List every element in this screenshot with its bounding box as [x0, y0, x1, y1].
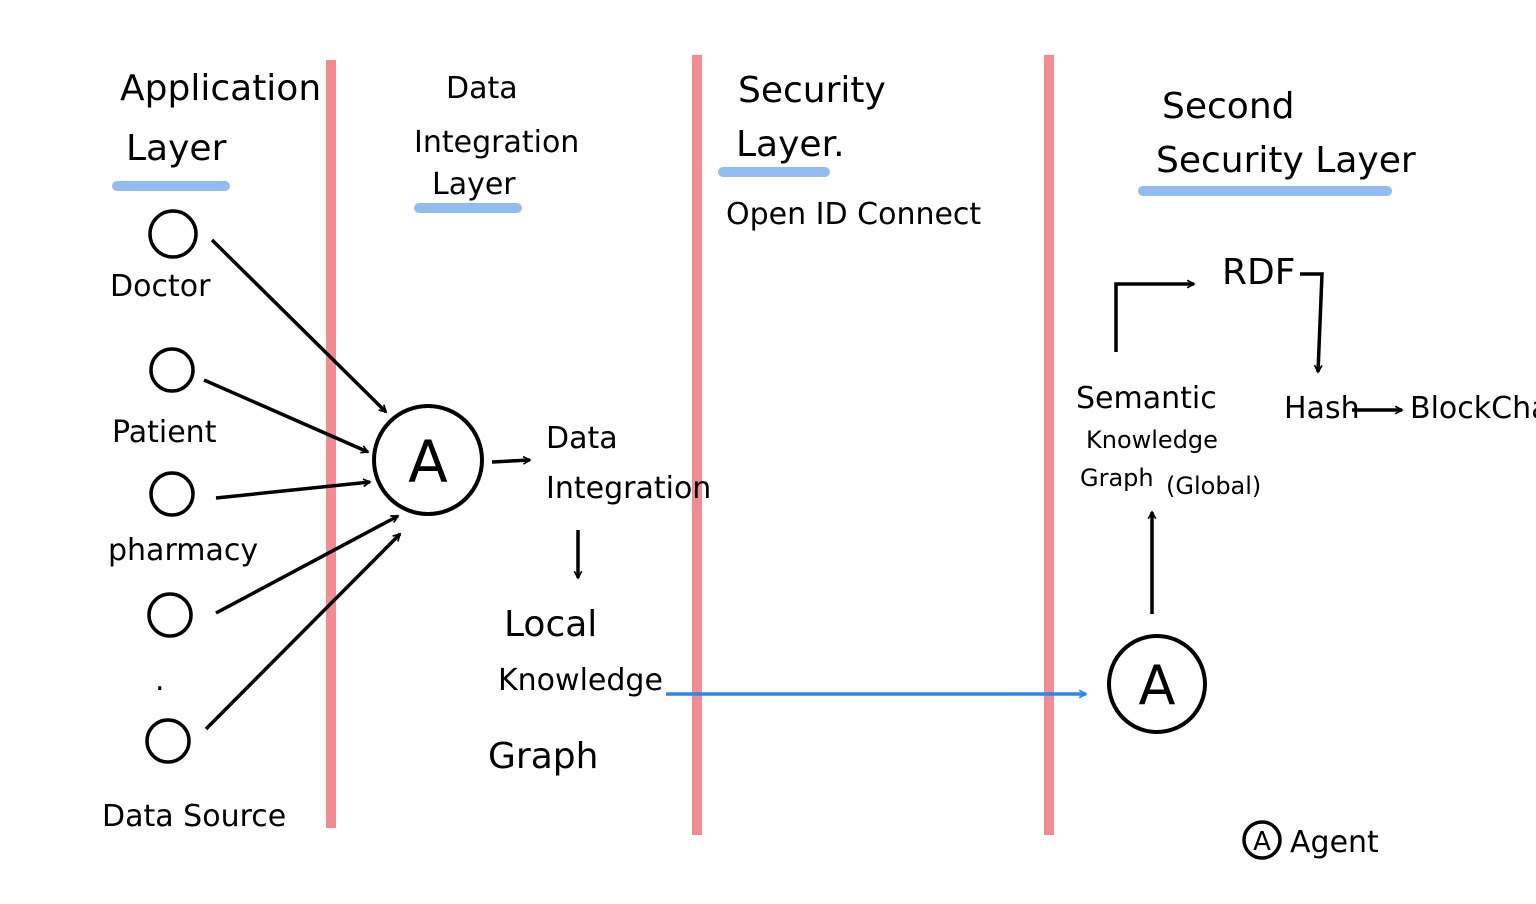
data-integration-layer-title-line3: Layer [432, 167, 516, 202]
doctor-label: Doctor [110, 269, 211, 304]
divider-security-second [1044, 55, 1054, 835]
patient-node [149, 347, 195, 393]
legend: A Agent [1242, 820, 1379, 860]
ellipsis-mark: . [155, 663, 165, 698]
pharmacy-node [149, 471, 195, 517]
divider-app-data [326, 60, 336, 828]
second-security-layer-title-line1: Second [1162, 86, 1295, 127]
legend-agent-symbol: A [1253, 827, 1271, 857]
data-source-label: Data Source [102, 799, 286, 834]
arrow-patient-to-agent [203, 378, 368, 454]
security-layer-title-line2: Layer. [736, 124, 845, 165]
local-kg-line3: Graph [488, 736, 598, 777]
highlight-data-integration-layer [414, 203, 522, 213]
rdf-label: RDF [1222, 252, 1295, 293]
security-layer-title-line1: Security [738, 70, 886, 111]
arrow-semantic-kg-to-rdf [1114, 284, 1194, 352]
local-kg-line2: Knowledge [498, 663, 663, 698]
global-agent-node [1107, 634, 1207, 734]
semantic-kg-line3: Graph [1080, 464, 1154, 492]
application-layer-title-line1: Application [120, 68, 321, 109]
data-source-node [145, 718, 191, 764]
application-layer-title-line2: Layer [126, 128, 227, 169]
doctor-node [148, 209, 198, 259]
data-integration-process-line1: Data [546, 421, 618, 456]
local-kg-line1: Local [504, 604, 597, 645]
pharmacy-label: pharmacy [108, 533, 258, 568]
arrow-rdf-to-hash [1300, 272, 1324, 372]
highlight-security-layer [718, 167, 830, 177]
open-id-connect-label: Open ID Connect [726, 197, 981, 232]
local-agent-node [372, 404, 484, 516]
arrow-source-to-agent [215, 514, 398, 615]
data-integration-layer-title-line2: Integration [414, 125, 579, 160]
hash-label: Hash [1284, 391, 1360, 426]
semantic-kg-line2: Knowledge [1086, 426, 1218, 454]
local-agent-symbol: A [408, 428, 448, 496]
semantic-kg-line1: Semantic [1076, 381, 1217, 416]
data-integration-process-line2: Integration [546, 471, 711, 506]
highlight-second-security-layer [1138, 186, 1392, 196]
highlight-application-layer [112, 181, 230, 191]
patient-label: Patient [112, 415, 217, 450]
global-agent-symbol: A [1139, 654, 1176, 717]
arrow-pharmacy-to-agent [215, 482, 370, 500]
arrow-agent-to-integration [491, 460, 530, 462]
second-security-layer-title-line2: Security Layer [1156, 140, 1416, 181]
arrow-doctor-to-agent [210, 238, 388, 414]
legend-agent-icon [1242, 820, 1282, 860]
extra-source-node [147, 592, 193, 638]
legend-agent-label: Agent [1290, 825, 1379, 860]
arrow-datasource-to-agent [204, 532, 402, 731]
semantic-kg-line4: (Global) [1166, 472, 1261, 500]
divider-data-security [692, 55, 702, 835]
blockchain-label: BlockChain [1410, 391, 1536, 426]
data-integration-layer-title-line1: Data [446, 71, 518, 106]
